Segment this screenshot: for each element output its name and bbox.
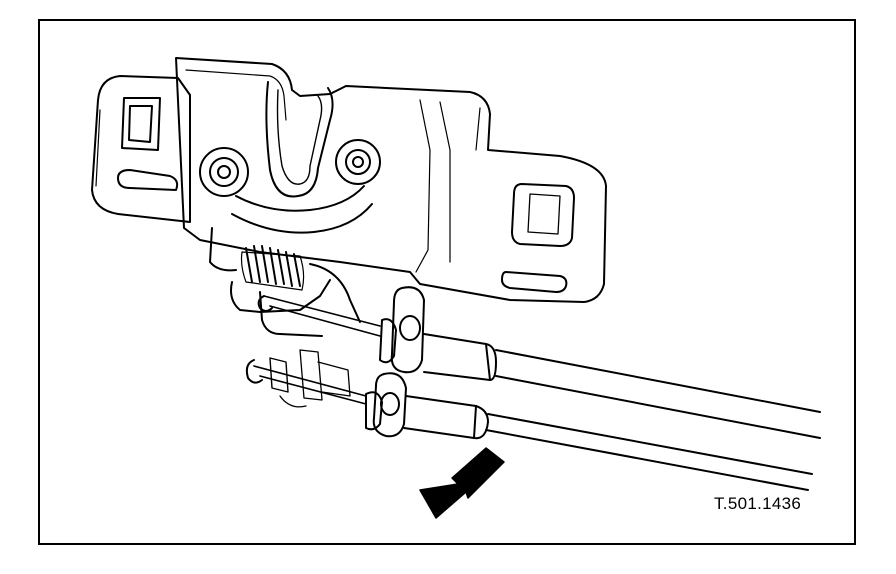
latch-body <box>175 57 607 303</box>
upper-release-cable <box>257 295 821 439</box>
pivot-bolt-right <box>335 139 381 185</box>
pointer-arrow <box>419 447 505 519</box>
return-spring <box>209 227 305 291</box>
cable-bracket <box>279 349 351 408</box>
latch-throat <box>231 81 373 234</box>
lower-cable-clamp <box>365 372 407 438</box>
pivot-bolt-left <box>199 147 249 197</box>
right-mounting-flange <box>501 183 575 293</box>
figure-reference-label: T.501.1436 <box>714 494 802 513</box>
left-mounting-flange <box>91 75 191 223</box>
lower-release-cable <box>245 357 813 491</box>
upper-cable-clamp <box>379 286 425 374</box>
